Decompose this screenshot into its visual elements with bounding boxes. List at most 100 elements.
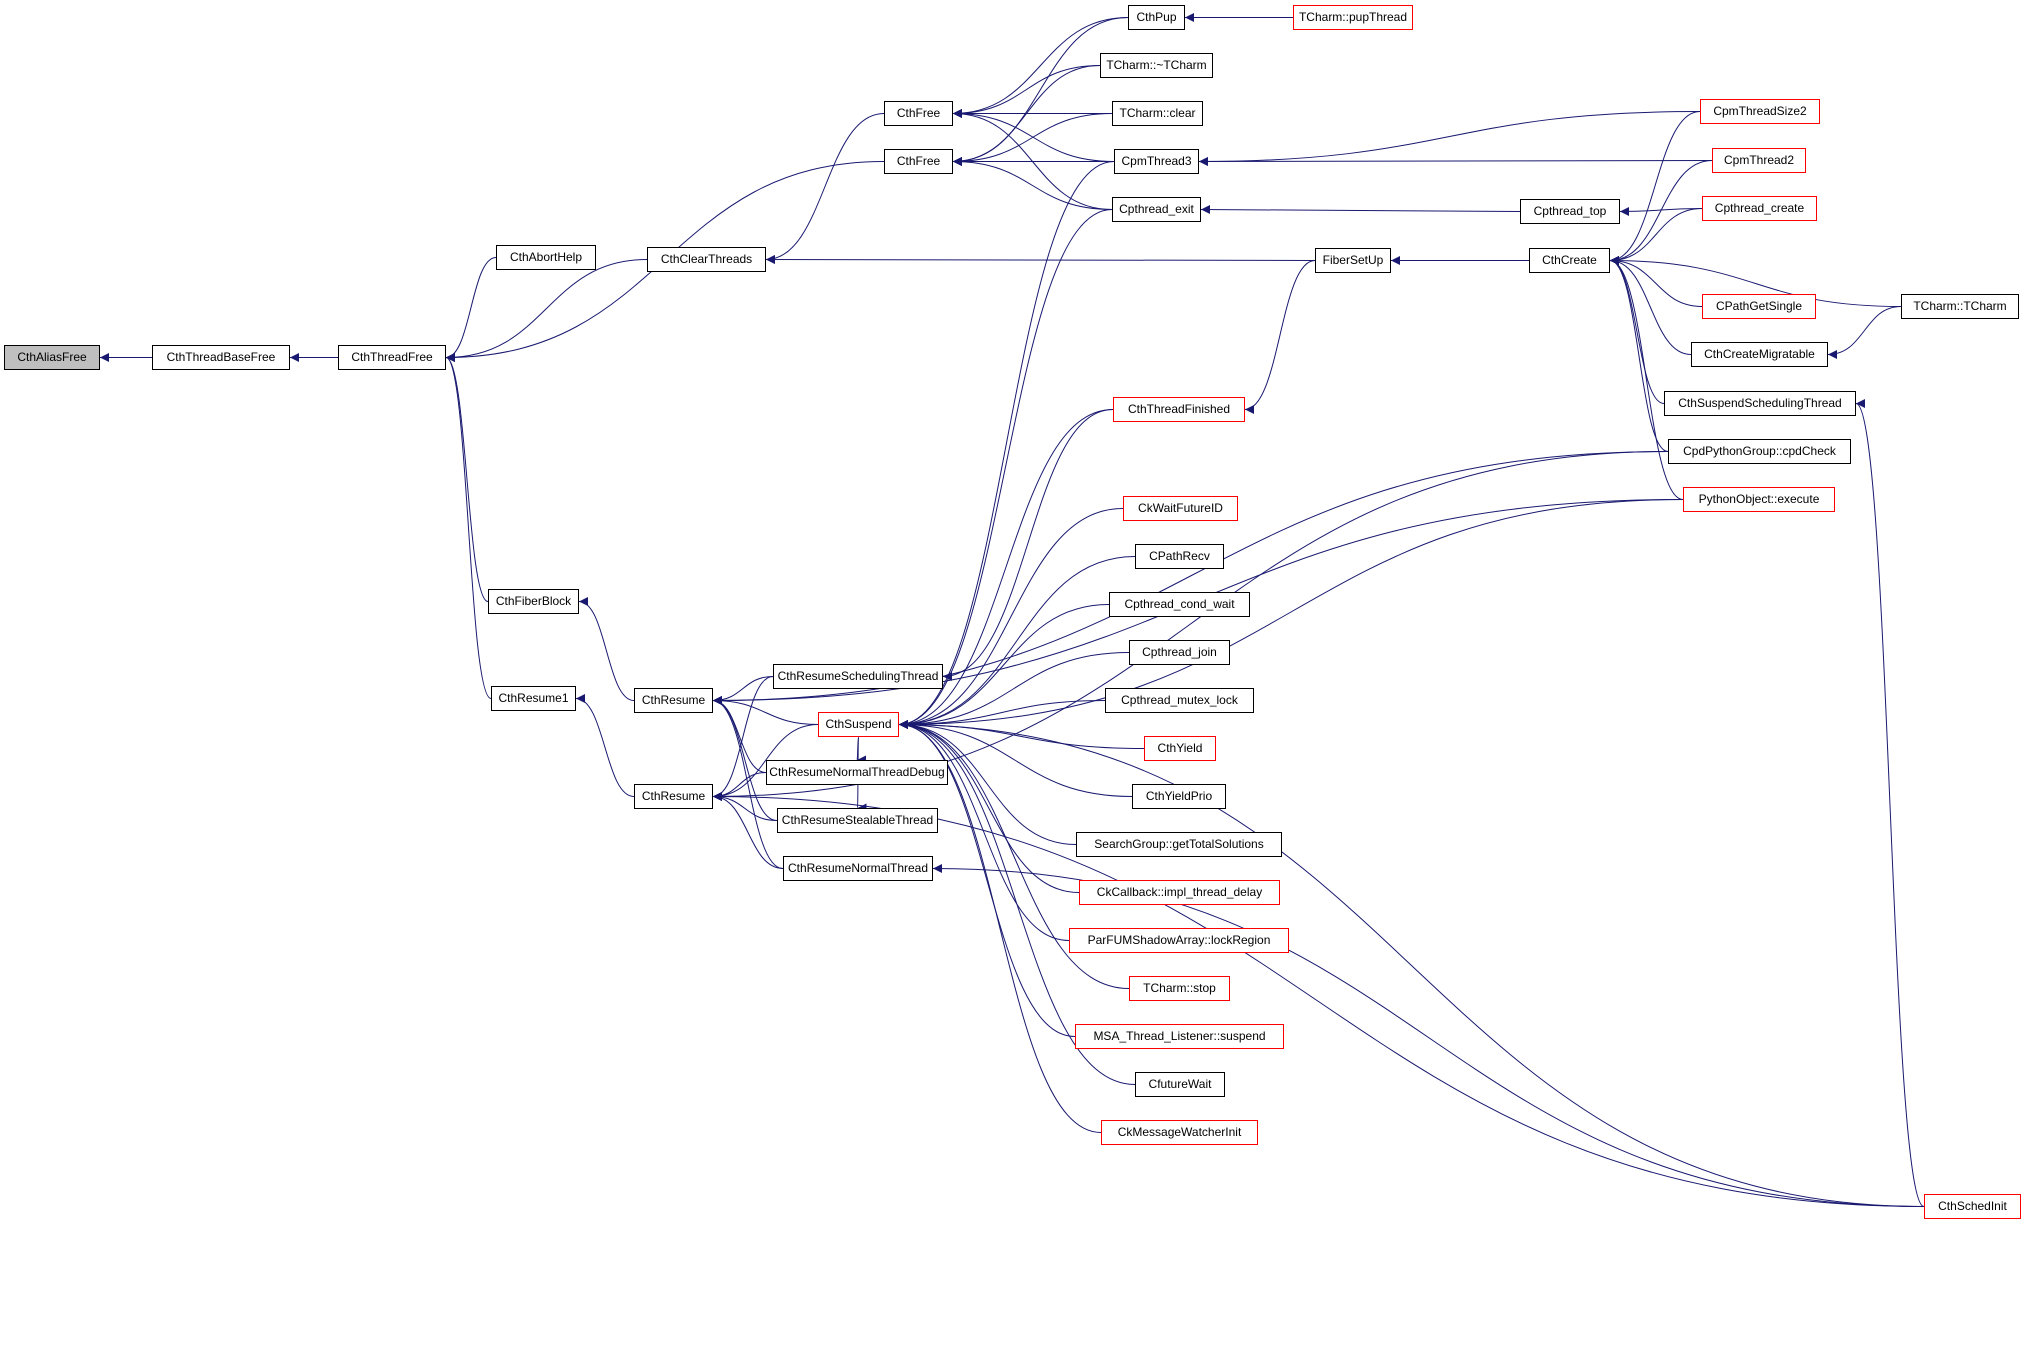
node-label: CpdPythonGroup::cpdCheck xyxy=(1683,444,1836,458)
edge-n_parfum-to-n_suspend xyxy=(898,720,1070,941)
node-label: CthClearThreads xyxy=(660,252,753,266)
node-label: Cpthread_create xyxy=(1714,201,1805,215)
node-cthfree[interactable]: CthFree xyxy=(884,101,953,126)
node-label: CthResumeSchedulingThread xyxy=(777,669,939,683)
edge-n_threadfinished-to-n_suspend xyxy=(898,409,1114,729)
node-parfumshadowarray-lockregion[interactable]: ParFUMShadowArray::lockRegion xyxy=(1069,928,1289,953)
node-label: CthResumeStealableThread xyxy=(781,813,934,827)
node-fibersetup[interactable]: FiberSetUp xyxy=(1315,248,1391,273)
edge-n_cpathgetsingle-to-n_create xyxy=(1609,256,1703,307)
node-label: CthYield xyxy=(1157,741,1203,755)
node-cpmthreadsize2[interactable]: CpmThreadSize2 xyxy=(1700,99,1820,124)
node-cthsuspendschedulingthread[interactable]: CthSuspendSchedulingThread xyxy=(1664,391,1856,416)
node-cthresumeschedulingthread[interactable]: CthResumeSchedulingThread xyxy=(773,664,943,689)
node-tcharm-pupthread[interactable]: TCharm::pupThread xyxy=(1293,5,1413,30)
node-searchgroup-gettotalsolutions[interactable]: SearchGroup::getTotalSolutions xyxy=(1076,832,1282,857)
edge-n_clear-to-n_freeB xyxy=(952,113,1113,166)
edge-n_resume1-to-n_threadfree xyxy=(445,353,492,699)
node-cthfiberblock[interactable]: CthFiberBlock xyxy=(488,589,579,614)
edge-n_yieldprio-to-n_suspend xyxy=(898,720,1133,797)
node-cthcreatemigratable[interactable]: CthCreateMigratable xyxy=(1691,342,1828,367)
edge-n_schedinit-to-n_suspend xyxy=(898,720,1925,1207)
node-label: PythonObject::execute xyxy=(1698,492,1820,506)
node-cthaliasfree[interactable]: CthAliasFree xyxy=(4,345,100,370)
node-label: CkMessageWatcherInit xyxy=(1117,1125,1242,1139)
node-cthyieldprio[interactable]: CthYieldPrio xyxy=(1132,784,1226,809)
edge-n_condwait-to-n_suspend xyxy=(898,604,1110,729)
node-label: CthResume xyxy=(641,789,706,803)
node-label: CthSuspendSchedulingThread xyxy=(1678,396,1842,410)
edge-n_fibersetup-to-n_threadfinished xyxy=(1244,260,1316,414)
edge-n_tctcharm-to-n_createmig xyxy=(1827,306,1902,359)
node-label: Cpthread_exit xyxy=(1119,202,1194,216)
node-label: Cpthread_top xyxy=(1533,204,1607,218)
node-cpthread-exit[interactable]: Cpthread_exit xyxy=(1112,197,1201,222)
edge-n_cpm3-to-n_freeA xyxy=(952,109,1115,162)
node-msa-thread-listener-suspend[interactable]: MSA_Thread_Listener::suspend xyxy=(1075,1024,1284,1049)
node-cthcreate[interactable]: CthCreate xyxy=(1529,248,1610,273)
node-cthresume[interactable]: CthResume xyxy=(634,784,713,809)
node-cpathrecv[interactable]: CPathRecv xyxy=(1135,544,1224,569)
node-cthsuspend[interactable]: CthSuspend xyxy=(818,712,899,737)
edge-n_pup-to-n_freeA xyxy=(952,17,1129,118)
node-tcharm-tcharm[interactable]: TCharm::~TCharm xyxy=(1100,53,1213,78)
node-cthpup[interactable]: CthPup xyxy=(1128,5,1185,30)
node-cpathgetsingle[interactable]: CPathGetSingle xyxy=(1702,294,1816,319)
node-label: CthSuspend xyxy=(825,717,892,731)
node-label: MSA_Thread_Listener::suspend xyxy=(1093,1029,1266,1043)
node-cpthread-join[interactable]: Cpthread_join xyxy=(1129,640,1230,665)
node-label: CthFiberBlock xyxy=(495,594,572,608)
node-cthschedinit[interactable]: CthSchedInit xyxy=(1924,1194,2021,1219)
node-cpthread-mutex-lock[interactable]: Cpthread_mutex_lock xyxy=(1105,688,1254,713)
node-label: CfutureWait xyxy=(1148,1077,1212,1091)
node-cthyield[interactable]: CthYield xyxy=(1144,736,1216,761)
node-cpmthread3[interactable]: CpmThread3 xyxy=(1114,149,1199,174)
node-cththreadfinished[interactable]: CthThreadFinished xyxy=(1113,397,1245,422)
node-cthclearthreads[interactable]: CthClearThreads xyxy=(647,247,766,272)
node-cfuturewait[interactable]: CfutureWait xyxy=(1135,1072,1225,1097)
edge-n_resumeA-to-n_fiberblock xyxy=(578,597,635,701)
node-label: CthPup xyxy=(1136,10,1177,24)
node-label: FiberSetUp xyxy=(1322,253,1384,267)
node-cpthread-top[interactable]: Cpthread_top xyxy=(1520,199,1620,224)
edge-n_tcstop-to-n_suspend xyxy=(898,720,1130,989)
edge-n_suspend-to-n_resumeB xyxy=(712,724,819,801)
node-label: CthSchedInit xyxy=(1938,1199,2007,1213)
node-label: CthCreate xyxy=(1542,253,1597,267)
node-label: CthThreadFree xyxy=(351,350,433,364)
edge-n_createmig-to-n_create xyxy=(1609,256,1692,355)
node-tcharm-stop[interactable]: TCharm::stop xyxy=(1129,976,1230,1001)
node-pythonobject-execute[interactable]: PythonObject::execute xyxy=(1683,487,1835,512)
node-label: CthResume1 xyxy=(498,691,569,705)
node-cththreadfree[interactable]: CthThreadFree xyxy=(338,345,446,370)
node-cthresumestealablethread[interactable]: CthResumeStealableThread xyxy=(777,808,938,833)
node-cththreadbasefree[interactable]: CthThreadBaseFree xyxy=(152,345,290,370)
node-label: CthCreateMigratable xyxy=(1704,347,1815,361)
edge-n_cpm2-to-n_cpm3 xyxy=(1198,156,1713,166)
node-ckmessagewatcherinit[interactable]: CkMessageWatcherInit xyxy=(1101,1120,1258,1145)
edge-n_cpathrecv-to-n_suspend xyxy=(898,556,1136,729)
edge-n_pyexec-to-n_create xyxy=(1609,256,1684,500)
edge-n_ckcallback-to-n_suspend xyxy=(898,720,1080,893)
node-tcharm-tcharm[interactable]: TCharm::TCharm xyxy=(1901,294,2019,319)
node-ckwaitfutureid[interactable]: CkWaitFutureID xyxy=(1123,496,1238,521)
node-label: CpmThreadSize2 xyxy=(1713,104,1807,118)
node-cpthread-create[interactable]: Cpthread_create xyxy=(1702,196,1817,221)
node-cthresume1[interactable]: CthResume1 xyxy=(491,686,576,711)
node-label: TCharm::TCharm xyxy=(1913,299,2007,313)
node-cpdpythongroup-cpdcheck[interactable]: CpdPythonGroup::cpdCheck xyxy=(1668,439,1851,464)
node-cthresume[interactable]: CthResume xyxy=(634,688,713,713)
node-cthresumenormalthreaddebug[interactable]: CthResumeNormalThreadDebug xyxy=(766,760,948,785)
node-cpmthread2[interactable]: CpmThread2 xyxy=(1712,148,1806,173)
node-label: CthAbortHelp xyxy=(509,250,583,264)
node-label: CPathGetSingle xyxy=(1715,299,1803,313)
node-cthfree[interactable]: CthFree xyxy=(884,149,953,174)
node-cpthread-cond-wait[interactable]: Cpthread_cond_wait xyxy=(1109,592,1250,617)
edge-n_resumeB-to-n_resume1 xyxy=(575,694,635,797)
edge-n_clearthreads-to-n_threadfree xyxy=(445,259,648,362)
node-label: Cpthread_join xyxy=(1142,645,1217,659)
node-cthresumenormalthread[interactable]: CthResumeNormalThread xyxy=(783,856,933,881)
node-ckcallback-impl-thread-delay[interactable]: CkCallback::impl_thread_delay xyxy=(1079,880,1280,905)
node-tcharm-clear[interactable]: TCharm::clear xyxy=(1112,101,1203,126)
node-cthaborthelp[interactable]: CthAbortHelp xyxy=(496,245,596,270)
